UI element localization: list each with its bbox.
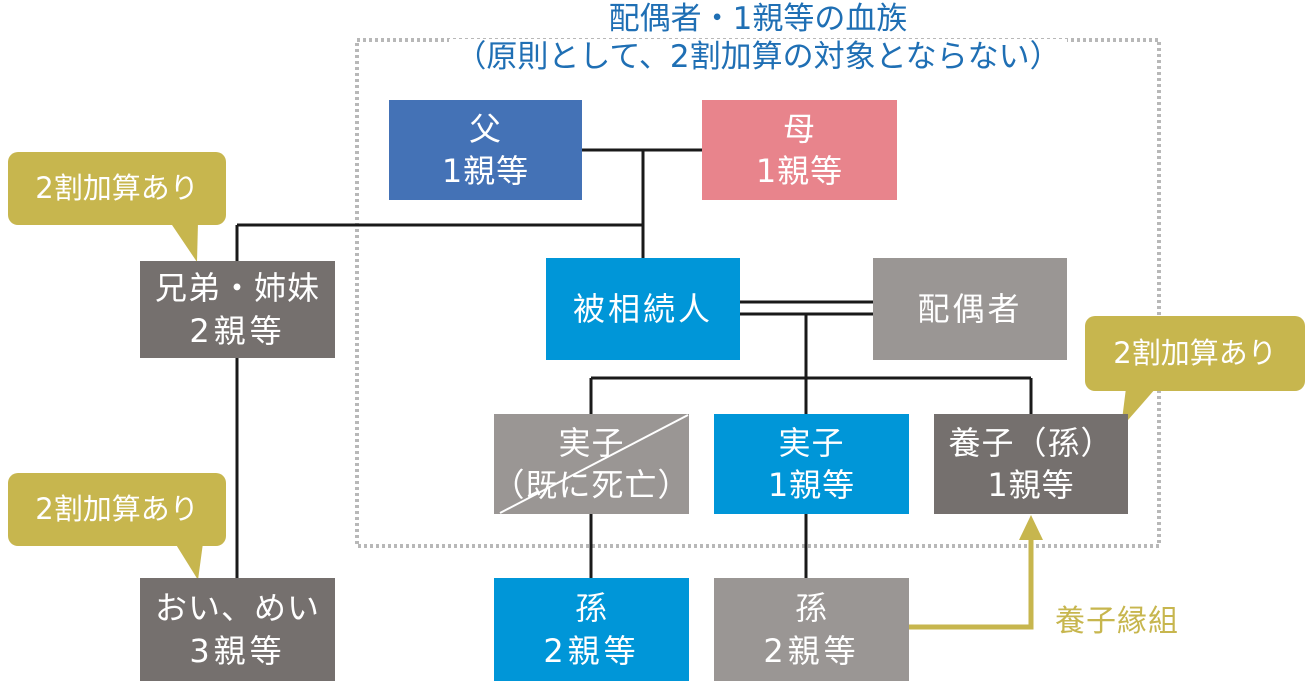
diagram-subtitle-text: （原則として、2割加算の対象とならない） <box>449 39 1067 75</box>
mother-name: 母 <box>782 109 816 148</box>
siblings-degree: 2親等 <box>189 311 286 350</box>
spouse-box: 配偶者 <box>873 258 1067 360</box>
callout-tail-nephew <box>175 543 203 580</box>
callout-siblings-surcharge: 2割加算あり <box>8 152 226 225</box>
spouse-name: 配偶者 <box>917 289 1023 328</box>
callout-tail-adopted <box>1121 388 1156 428</box>
siblings-box: 兄弟・姉妹 2親等 <box>140 261 335 358</box>
nephew-niece-degree: 3親等 <box>189 631 286 670</box>
father-degree: 1親等 <box>441 152 530 190</box>
mother-degree: 1親等 <box>755 152 844 190</box>
deceased-strike-line <box>499 414 689 514</box>
grandchild-name: 孫 <box>574 589 608 628</box>
adoption-arrow-line <box>909 538 1034 630</box>
deceased-child-box: 実子 （既に死亡） <box>492 414 691 514</box>
decedent-name: 被相続人 <box>572 289 713 328</box>
grandchild-degree: 2親等 <box>543 631 640 670</box>
grandchild-of-child-name: 孫 <box>794 589 828 628</box>
nephew-niece-name: おい、めい <box>154 589 320 628</box>
diagram-title: 配偶者・1親等の血族 <box>608 1 908 37</box>
adopted-grandchild-box: 養子（孫） 1親等 <box>934 414 1128 514</box>
father-box: 父 1親等 <box>389 100 582 200</box>
deceased-child-name: 実子 <box>558 423 625 462</box>
adoption-label: 養子縁組 <box>1055 604 1179 639</box>
decedent-box: 被相続人 <box>546 258 740 360</box>
grandchild-of-child-box: 孫 2親等 <box>714 578 909 681</box>
diagram-subtitle: （原則として、2割加算の対象とならない） <box>355 39 1161 75</box>
child-box: 実子 1親等 <box>714 414 909 514</box>
child-degree: 1親等 <box>767 466 856 504</box>
grandchild-of-child-degree: 2親等 <box>763 631 860 670</box>
siblings-name: 兄弟・姉妹 <box>154 269 320 308</box>
callout-nephew-surcharge: 2割加算あり <box>8 473 226 546</box>
grandchild-box: 孫 2親等 <box>494 578 689 681</box>
adopted-grandchild-name: 養子（孫） <box>948 423 1114 462</box>
nephew-niece-box: おい、めい 3親等 <box>140 578 335 681</box>
callout-adopted-surcharge: 2割加算あり <box>1085 316 1305 391</box>
mother-box: 母 1親等 <box>702 100 897 200</box>
child-name: 実子 <box>778 423 845 462</box>
father-name: 父 <box>468 109 502 148</box>
adopted-grandchild-degree: 1親等 <box>987 466 1075 504</box>
adoption-arrowhead <box>1019 515 1043 540</box>
callout-tail-siblings <box>170 222 198 262</box>
deceased-child-status: （既に死亡） <box>492 466 691 504</box>
